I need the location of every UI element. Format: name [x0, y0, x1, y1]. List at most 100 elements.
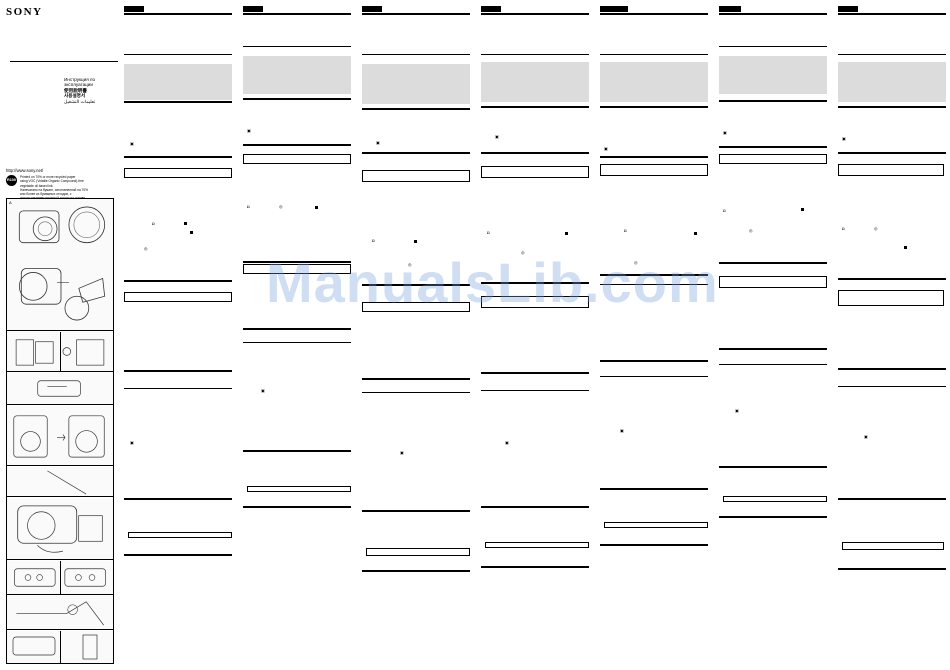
section-rule: [243, 342, 351, 343]
note-icon: ▣: [620, 428, 624, 433]
notice-box: [604, 522, 708, 528]
illustration-panel-case: [7, 498, 113, 560]
section-rule: [838, 368, 946, 370]
section-rule: [124, 554, 232, 556]
notice-box: [481, 296, 589, 308]
illustration-strip: A: [6, 198, 114, 664]
notice-box: [723, 496, 827, 502]
gray-block: [124, 64, 232, 100]
sony-url[interactable]: http://www.sony.net/: [6, 168, 44, 173]
buttons-illustration: [14, 568, 106, 587]
section-rule: [838, 278, 946, 280]
title-ru-2: эксплуатации: [64, 82, 93, 88]
sony-logo: SONY: [6, 6, 43, 18]
button-icon: [904, 246, 907, 249]
language-tag: [481, 6, 501, 12]
note-icon: ▣: [735, 408, 739, 413]
button-icon: [801, 208, 804, 211]
section-rule: [719, 46, 827, 47]
recycle-icon: R100: [6, 175, 17, 186]
language-column-1: ▣ ◘ ◎ ▣: [124, 6, 234, 666]
section-rule: [481, 372, 589, 374]
language-column-3: ▣ ◘ ◎ ▣: [362, 6, 472, 666]
section-rule: [719, 13, 827, 15]
button-icon: ◎: [634, 260, 638, 265]
notice-box: [243, 264, 351, 274]
illustration-panel-final: [7, 631, 113, 663]
title-ru-1: Инструкция по: [64, 77, 96, 82]
section-rule: [362, 570, 470, 572]
section-rule: [124, 101, 232, 103]
section-rule: [124, 280, 232, 282]
section-rule: [124, 370, 232, 372]
notice-box: [124, 292, 232, 302]
note-icon: ▣: [130, 141, 134, 146]
mount-illustration: [13, 415, 105, 458]
button-icon: [565, 232, 568, 235]
button-icon: [414, 240, 417, 243]
gray-block: [838, 62, 946, 102]
note-icon: ▣: [130, 440, 134, 445]
section-rule: [362, 13, 470, 15]
section-rule: [362, 54, 470, 55]
language-tag: [243, 6, 263, 12]
illustration-panel-strap: [7, 467, 113, 497]
section-rule: [243, 506, 351, 508]
button-icon: ◘: [247, 204, 250, 209]
button-icon: ◎: [749, 228, 753, 233]
notice-box: [838, 290, 944, 306]
notice-box: [481, 166, 589, 178]
gray-block: [362, 64, 470, 104]
button-icon: ◎: [521, 250, 525, 255]
section-rule: [124, 54, 232, 55]
section-rule: [600, 284, 708, 285]
section-rule: [600, 544, 708, 546]
section-rule: [600, 488, 708, 490]
illustration-panel-buttons: [7, 561, 113, 595]
button-icon: ◎: [279, 204, 283, 209]
button-icon: ◘: [723, 208, 726, 213]
title-zh: 使用說明書: [64, 87, 87, 93]
language-column-2: ▣ ◘ ◎ ▣: [243, 6, 353, 666]
note-line: Напечатано на бумаге, изготовленной на 7…: [20, 187, 89, 192]
section-rule: [481, 566, 589, 568]
section-rule: [243, 98, 351, 100]
notice-box: [838, 164, 944, 176]
language-tag: [600, 6, 628, 12]
notice-box: [366, 548, 470, 556]
title-ar: تعليمات التشغيل: [64, 98, 96, 104]
note-line: vegetable oil based ink.: [20, 183, 54, 188]
notice-box: [243, 154, 351, 164]
button-icon: [190, 231, 193, 234]
gray-block: [481, 62, 589, 102]
note-icon: ▣: [376, 140, 380, 145]
note-icon: ▣: [247, 128, 251, 133]
slide-illustration: [37, 380, 81, 397]
button-icon: ◎: [144, 246, 148, 251]
section-rule: [362, 378, 470, 380]
section-rule: [719, 146, 827, 148]
button-icon: ◘: [372, 238, 375, 243]
section-rule: [838, 498, 946, 500]
section-rule: [600, 156, 708, 158]
section-rule: [600, 13, 708, 15]
strap-illustration: [47, 470, 87, 495]
panel-label-a: A: [9, 200, 12, 205]
final-illustration: [12, 634, 98, 660]
gray-block: [719, 56, 827, 94]
button-icon: ◘: [152, 221, 155, 226]
notice-box: [842, 542, 944, 550]
language-column-6: ▣ ◘ ◎ ▣: [719, 6, 829, 666]
button-icon: [694, 232, 697, 235]
detail-illustration: [16, 601, 104, 626]
button-icon: ◎: [408, 262, 412, 267]
notice-box: [485, 542, 589, 548]
camera-lens-illustration: [18, 206, 106, 321]
section-rule: [362, 510, 470, 512]
section-rule: [243, 13, 351, 15]
section-rule: [600, 106, 708, 108]
language-column-4: ▣ ◘ ◎ ▣: [481, 6, 591, 666]
button-icon: ◘: [842, 226, 845, 231]
note-line: using VOC (Volatile Organic Compound)-fr…: [20, 179, 84, 184]
section-rule: [124, 498, 232, 500]
